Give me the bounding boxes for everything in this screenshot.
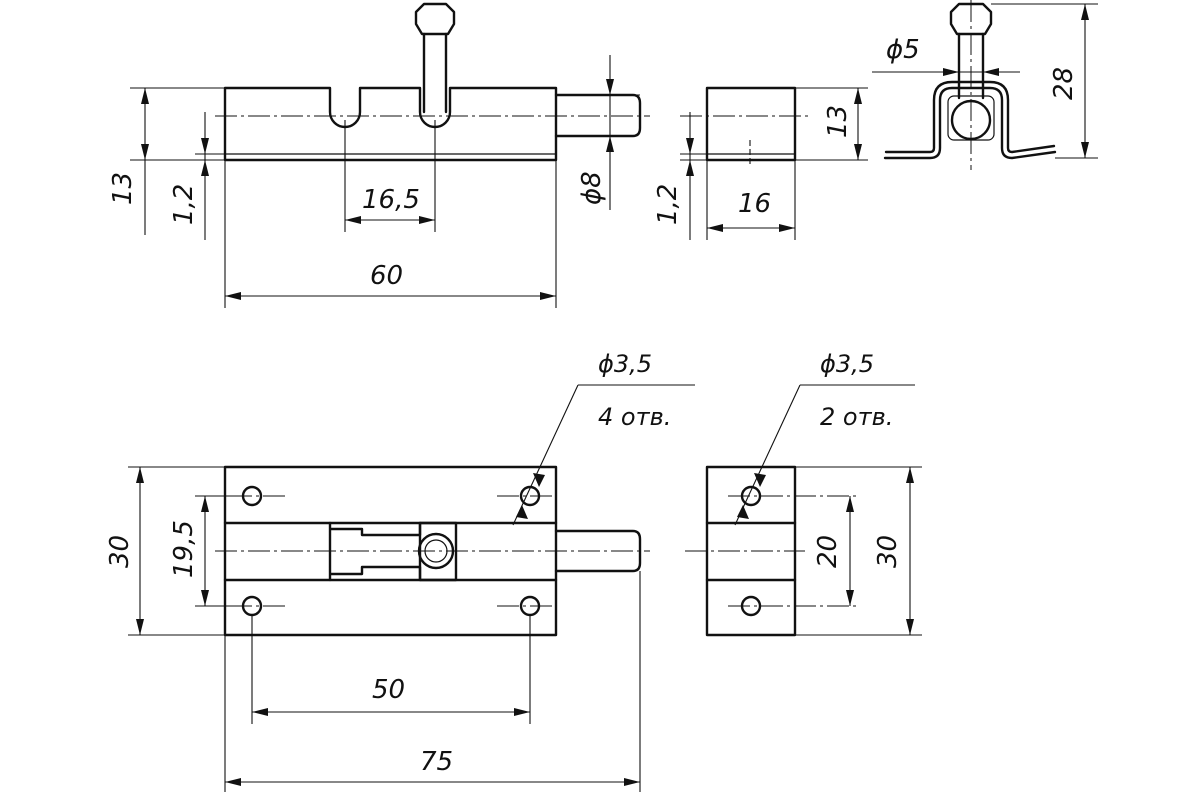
dim-keeper-plan-width: 30 xyxy=(873,535,903,568)
end-view: ϕ5 28 xyxy=(872,0,1098,170)
dim-knob-diameter: ϕ5 xyxy=(886,35,920,65)
dim-side-plate: 1,2 xyxy=(169,184,199,225)
dim-plan-hole-pitch: 50 xyxy=(372,675,405,705)
note-body-hole-dia: ϕ3,5 xyxy=(598,350,652,378)
dim-side-height: 13 xyxy=(108,172,138,205)
dim-slot-pitch: 16,5 xyxy=(362,185,420,215)
side-handle xyxy=(422,32,448,114)
dim-bolt-diameter: ϕ8 xyxy=(577,171,607,205)
dim-body-length: 60 xyxy=(370,261,403,291)
dim-plan-width: 30 xyxy=(105,535,135,568)
end-handle xyxy=(957,32,985,100)
dim-keeper-height: 13 xyxy=(823,105,853,138)
note-body-hole-count: 4 отв. xyxy=(598,403,671,431)
side-body-outline xyxy=(223,86,558,162)
dim-keeper-plate: 1,2 xyxy=(653,184,683,225)
keeper-side-view: 1,2 16 13 xyxy=(653,86,868,240)
dim-keeper-width: 16 xyxy=(738,189,771,219)
end-plate xyxy=(883,86,1057,160)
side-handle-knob xyxy=(414,2,456,36)
side-view: 13 1,2 16,5 60 ϕ8 xyxy=(108,2,650,308)
dim-end-height: 28 xyxy=(1049,67,1079,100)
note-keeper-hole-dia: ϕ3,5 xyxy=(820,350,874,378)
note-keeper-hole-count: 2 отв. xyxy=(820,403,893,431)
dim-plan-hole-spacing: 19,5 xyxy=(169,520,199,578)
plan-view: ϕ3,5 4 отв. 30 19,5 50 75 xyxy=(105,350,695,792)
keeper-side-outline xyxy=(705,86,797,162)
keeper-plan-view: ϕ3,5 2 отв. 20 30 xyxy=(685,350,922,637)
dim-plan-total: 75 xyxy=(420,747,453,777)
dim-keeper-hole-spacing: 20 xyxy=(813,535,843,568)
end-handle-knob xyxy=(949,2,993,36)
